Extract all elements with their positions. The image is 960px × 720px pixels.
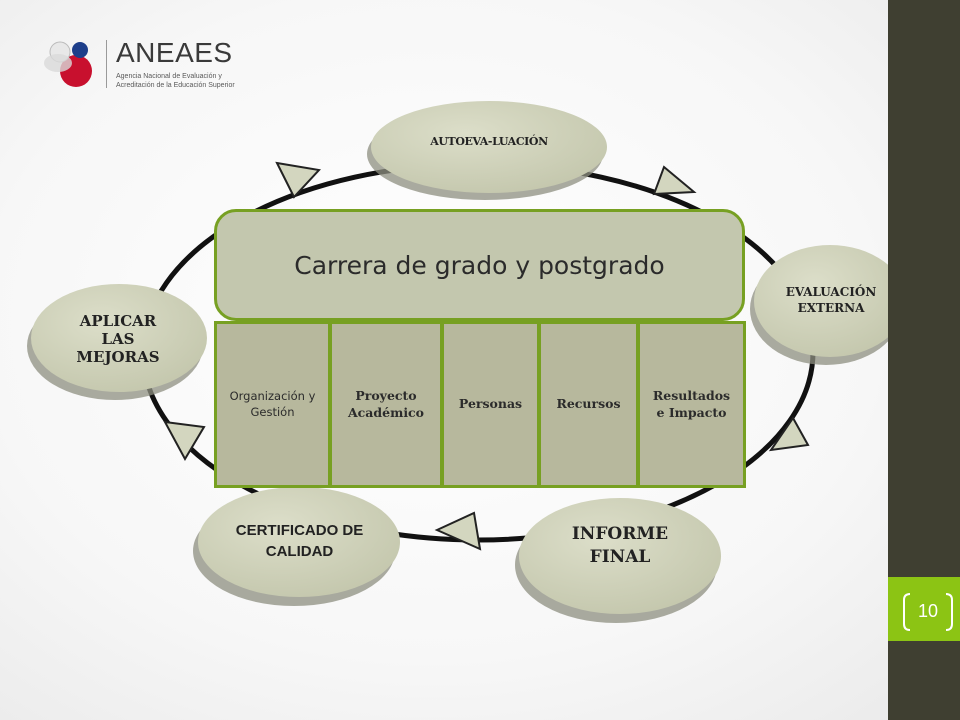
page-number: 10 [917,601,939,621]
stage-label-evaluacion-externa: EVALUACIÓN EXTERNA [785,285,877,315]
page-number-brackets [903,593,953,631]
accreditation-cycle [27,101,888,623]
stage-bubble-evaluacion-externa [750,245,888,365]
stage-label-aplicar: APLICAR LAS MEJORAS [76,311,160,367]
dimension-recursos: Recursos [538,321,639,488]
center-title-box: Carrera de grado y postgrado [214,209,745,321]
stage-bubble-certificado [193,487,400,606]
stage-bubble-informe-final [515,498,721,623]
cycle-arrow-bottom [434,511,482,551]
stage-label-certificado: CERTIFICADO DE CALIDAD [235,522,364,560]
center-title: Carrera de grado y postgrado [294,250,665,280]
logo-mark-icon [44,41,92,87]
stage-label-autoevaluacion: AUTOEVA-LUACIÓN [430,134,548,148]
logo-subtitle: Agencia Nacional de Evaluación y Acredit… [116,73,235,89]
cycle-arrow-top-left [275,161,321,199]
dimension-proyecto: Proyecto Académico [329,321,443,488]
dimension-organizacion: Organización y Gestión [214,321,331,488]
cycle-arrow-right [768,416,810,452]
stage-bubble-aplicar [27,284,207,400]
stage-bubble-autoevaluacion [367,101,607,200]
dimension-personas: Personas [441,321,540,488]
logo-separator [106,40,107,88]
cycle-arrow-left [163,420,206,462]
cycle-arrow-top-right [652,165,697,196]
aneaes-logo: ANEAES Agencia Nacional de Evaluación y … [40,36,260,96]
stage-label-informe-final: INFORME FINAL [571,524,669,567]
logo-name: ANEAES [116,37,233,68]
dimension-resultados: Resultados e Impacto [637,321,746,488]
